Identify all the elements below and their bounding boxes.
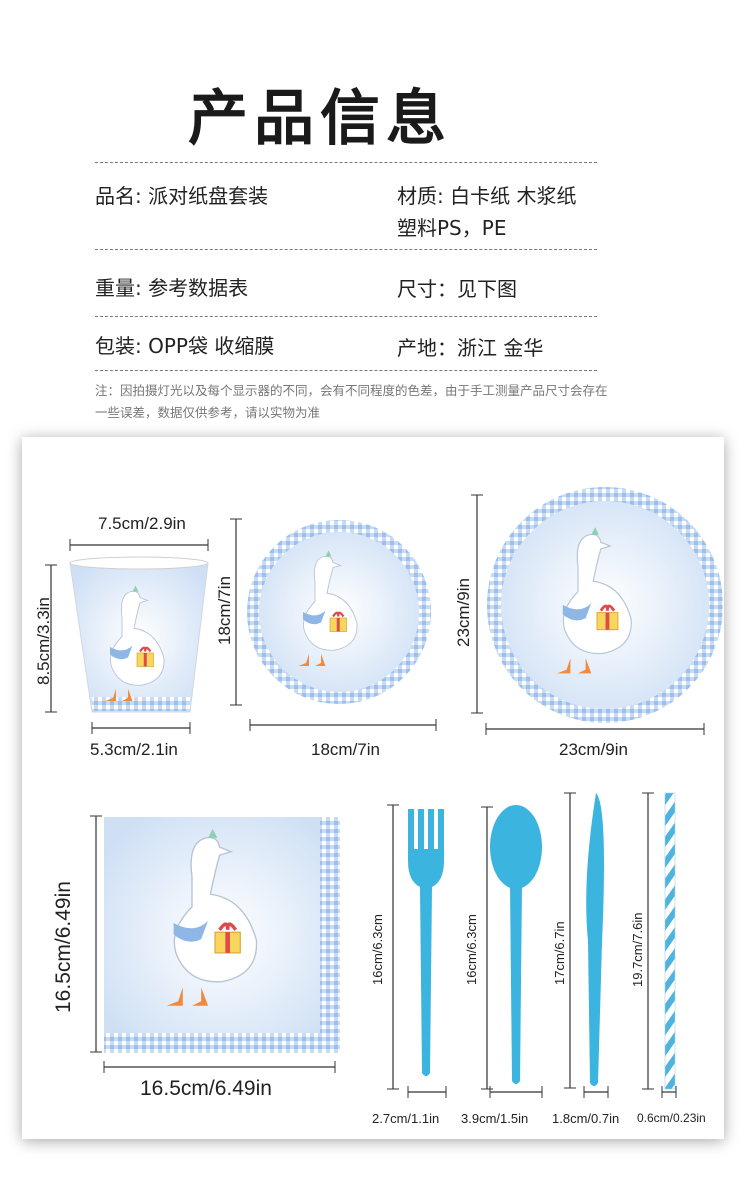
large-plate-illustration — [487, 487, 723, 723]
straw-length-label: 19.7cm/7.6in — [630, 912, 645, 987]
cup-height-label: 8.5cm/3.3in — [34, 597, 53, 685]
page-title: 产品信息 — [188, 84, 452, 154]
small-plate-illustration — [247, 520, 431, 704]
product-size-panel: 7.5cm/2.9in 8.5cm/3.3in 5.3cm/2.1in 18cm… — [22, 437, 724, 1139]
napkin-width-label: 16.5cm/6.49in — [140, 1077, 272, 1100]
large-plate-height-label: 23cm/9in — [454, 578, 473, 647]
divider — [95, 162, 597, 163]
spoon-length-label: 16cm/6.3cm — [464, 914, 479, 985]
napkin-height-label: 16.5cm/6.49in — [52, 881, 75, 1013]
fork-width-label: 2.7cm/1.1in — [372, 1111, 440, 1126]
material-extra: 塑料PS，PE — [397, 216, 507, 240]
divider — [95, 249, 597, 250]
knife-length-label: 17cm/6.7in — [552, 921, 567, 985]
knife-width-label: 1.8cm/0.7in — [552, 1111, 620, 1126]
product-illustrations — [45, 487, 723, 1098]
spoon-width-label: 3.9cm/1.5in — [461, 1111, 529, 1126]
knife-illustration — [586, 793, 604, 1086]
weight: 重量: 参考数据表 — [95, 276, 249, 300]
cup-top-label: 7.5cm/2.9in — [98, 514, 186, 533]
product-name: 品名: 派对纸盘套装 — [95, 184, 269, 208]
napkin-illustration — [104, 817, 340, 1053]
divider — [95, 370, 597, 371]
fork-illustration — [408, 809, 444, 1076]
material: 材质: 白卡纸 木浆纸 — [397, 184, 577, 208]
fork-length-label: 16cm/6.3cm — [370, 914, 385, 985]
cup-bottom-label: 5.3cm/2.1in — [90, 740, 178, 759]
packing: 包装: OPP袋 收缩膜 — [95, 334, 275, 358]
large-plate-width-label: 23cm/9in — [559, 740, 628, 759]
small-plate-height-label: 18cm/7in — [215, 576, 234, 645]
cup-illustration — [69, 556, 209, 713]
origin: 产地：浙江 金华 — [397, 336, 544, 360]
straw-illustration — [664, 792, 676, 1090]
disclaimer-note: 注：因拍摄灯光以及每个显示器的不同，会有不同程度的色差，由于手工测量产品尺寸会存… — [95, 383, 608, 420]
size: 尺寸：见下图 — [397, 277, 517, 301]
spoon-illustration — [490, 805, 542, 1084]
small-plate-width-label: 18cm/7in — [311, 740, 380, 759]
divider — [95, 316, 597, 317]
straw-width-label: 0.6cm/0.23in — [637, 1111, 706, 1125]
